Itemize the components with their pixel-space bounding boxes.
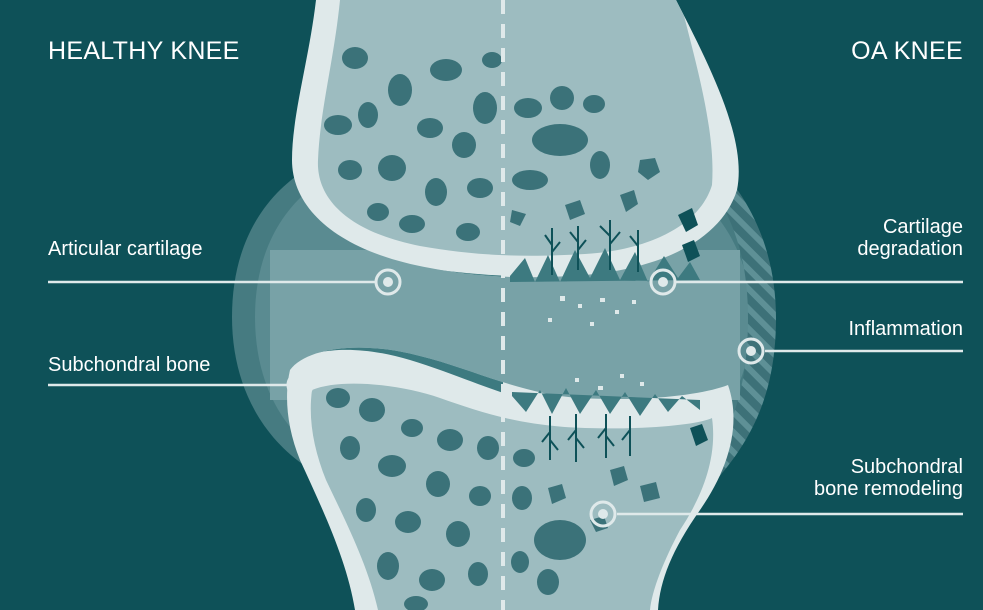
cartilage-degradation-label: Cartilage degradation [857,216,963,261]
oa-knee-title: OA KNEE [851,37,963,65]
bone-remodeling-label: Subchondral bone remodeling [814,456,963,501]
bone-remodeling-line-2: bone remodeling [814,478,963,500]
bone-remodeling-line-1: Subchondral [814,456,963,478]
cartilage-degradation-line-1: Cartilage [857,216,963,238]
articular-cartilage-label: Articular cartilage [48,238,203,260]
subchondral-bone-label: Subchondral bone [48,354,210,376]
healthy-knee-title: HEALTHY KNEE [48,37,240,65]
cartilage-degradation-line-2: degradation [857,238,963,260]
inflammation-label: Inflammation [849,318,964,340]
